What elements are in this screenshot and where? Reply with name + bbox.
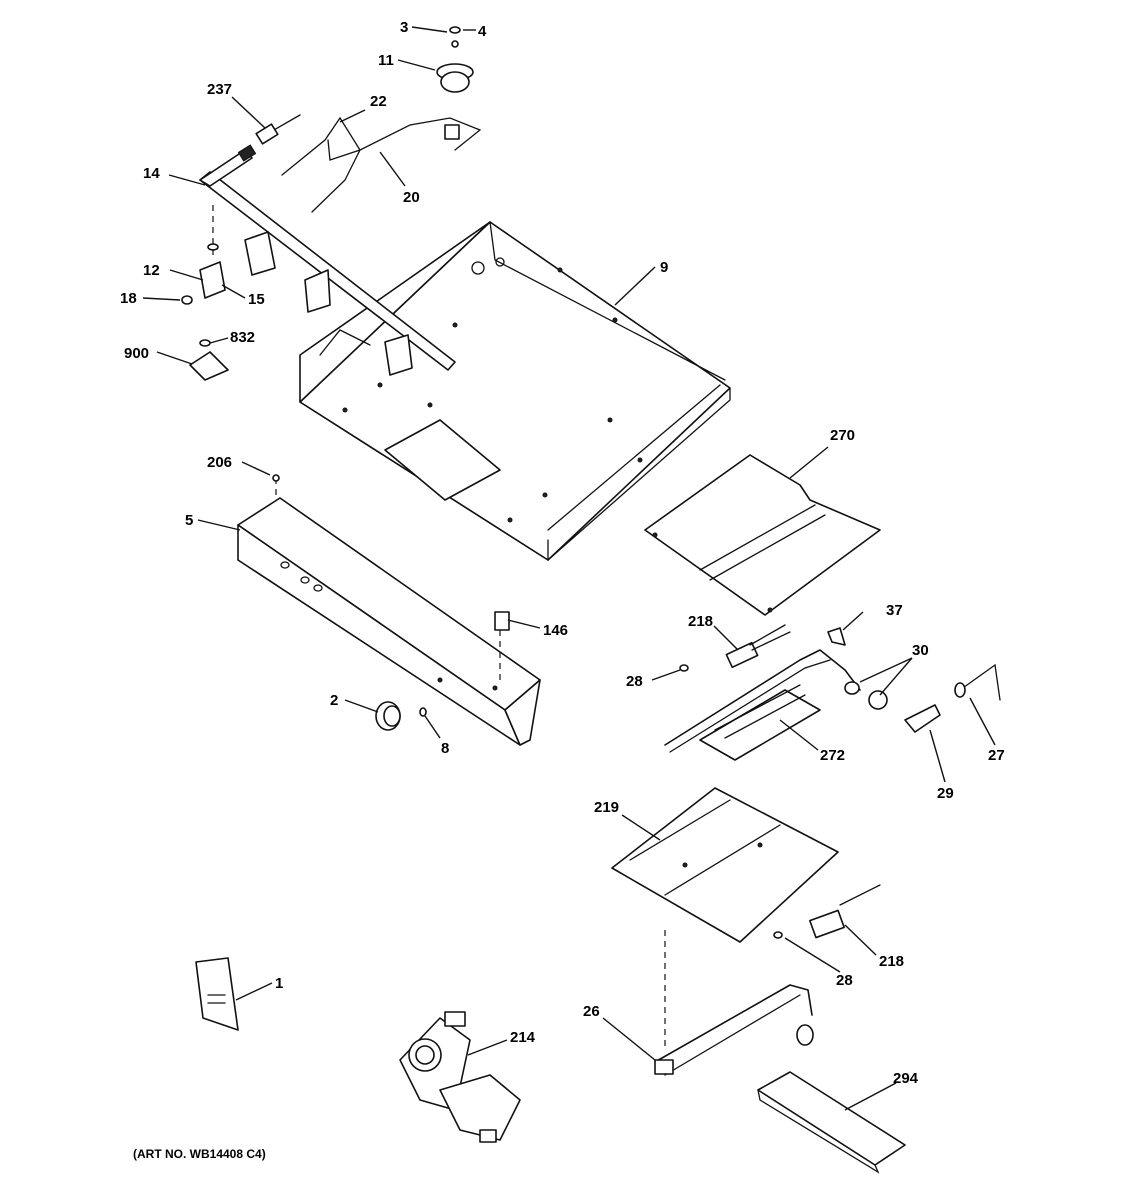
knob-2 (375, 701, 401, 731)
callout-1: 1 (275, 975, 283, 992)
igniter-218-upper (725, 624, 791, 669)
callout-14: 14 (143, 165, 160, 182)
callout-237: 237 (207, 81, 232, 98)
callout-5: 5 (185, 512, 193, 529)
callout-3: 3 (400, 19, 408, 36)
mounting-bracket-900 (189, 339, 229, 381)
callout-9: 9 (660, 259, 668, 276)
callout-294: 294 (893, 1070, 919, 1087)
callout-900: 900 (124, 345, 149, 362)
callout-270: 270 (830, 427, 855, 444)
callout-37: 37 (886, 602, 903, 619)
callout-labels: 3 4 11 237 22 14 20 9 12 15 18 832 900 2… (120, 19, 1005, 1087)
literature-pack-1 (195, 957, 239, 1031)
callout-219: 219 (594, 799, 619, 816)
tube-27 (954, 663, 1001, 701)
tube-22 (281, 116, 361, 176)
callout-15: 15 (248, 291, 265, 308)
screw-28-lower (773, 931, 783, 939)
callout-20: 20 (403, 189, 420, 206)
leader-lines (142, 26, 996, 1111)
art-number: (ART NO. WB14408 C4) (133, 1147, 266, 1161)
callout-26: 26 (583, 1003, 600, 1020)
clip-brackets (244, 231, 413, 376)
screw-8 (419, 707, 427, 717)
manifold-panel (237, 478, 541, 746)
callout-29: 29 (937, 785, 954, 802)
baffle-294 (757, 1071, 906, 1174)
oven-burner-26 (654, 930, 814, 1076)
callout-22: 22 (370, 93, 387, 110)
callout-218-lower: 218 (879, 953, 904, 970)
orifice-30 (844, 681, 888, 710)
oven-valve-214 (399, 1011, 521, 1143)
callout-146: 146 (543, 622, 568, 639)
screw-28-upper (679, 664, 689, 672)
burner-cap-11 (436, 26, 474, 93)
callout-206: 206 (207, 454, 232, 471)
igniter-218-lower (809, 884, 881, 939)
heat-shield-219 (611, 787, 839, 943)
elbow-29 (904, 704, 941, 733)
screw-206 (272, 474, 280, 482)
callout-218-upper: 218 (688, 613, 713, 630)
callout-832: 832 (230, 329, 255, 346)
callout-214: 214 (510, 1029, 536, 1046)
callout-4: 4 (478, 23, 487, 40)
burner-base-pan (299, 221, 731, 562)
callout-12: 12 (143, 262, 160, 279)
valve-bracket-12 (181, 205, 226, 305)
callout-27: 27 (988, 747, 1005, 764)
broil-burner-272 (664, 649, 861, 761)
spark-switch-146 (494, 611, 510, 631)
callout-18: 18 (120, 290, 137, 307)
bracket-37 (827, 627, 846, 646)
callout-28-upper: 28 (626, 673, 643, 690)
callout-8: 8 (441, 740, 449, 757)
heat-shield-270 (644, 454, 881, 616)
tube-20 (311, 117, 482, 213)
callout-272: 272 (820, 747, 845, 764)
fitting-237 (255, 114, 301, 145)
callout-28-lower: 28 (836, 972, 853, 989)
callout-11: 11 (378, 52, 394, 69)
callout-30: 30 (912, 642, 929, 659)
callout-2: 2 (330, 692, 338, 709)
